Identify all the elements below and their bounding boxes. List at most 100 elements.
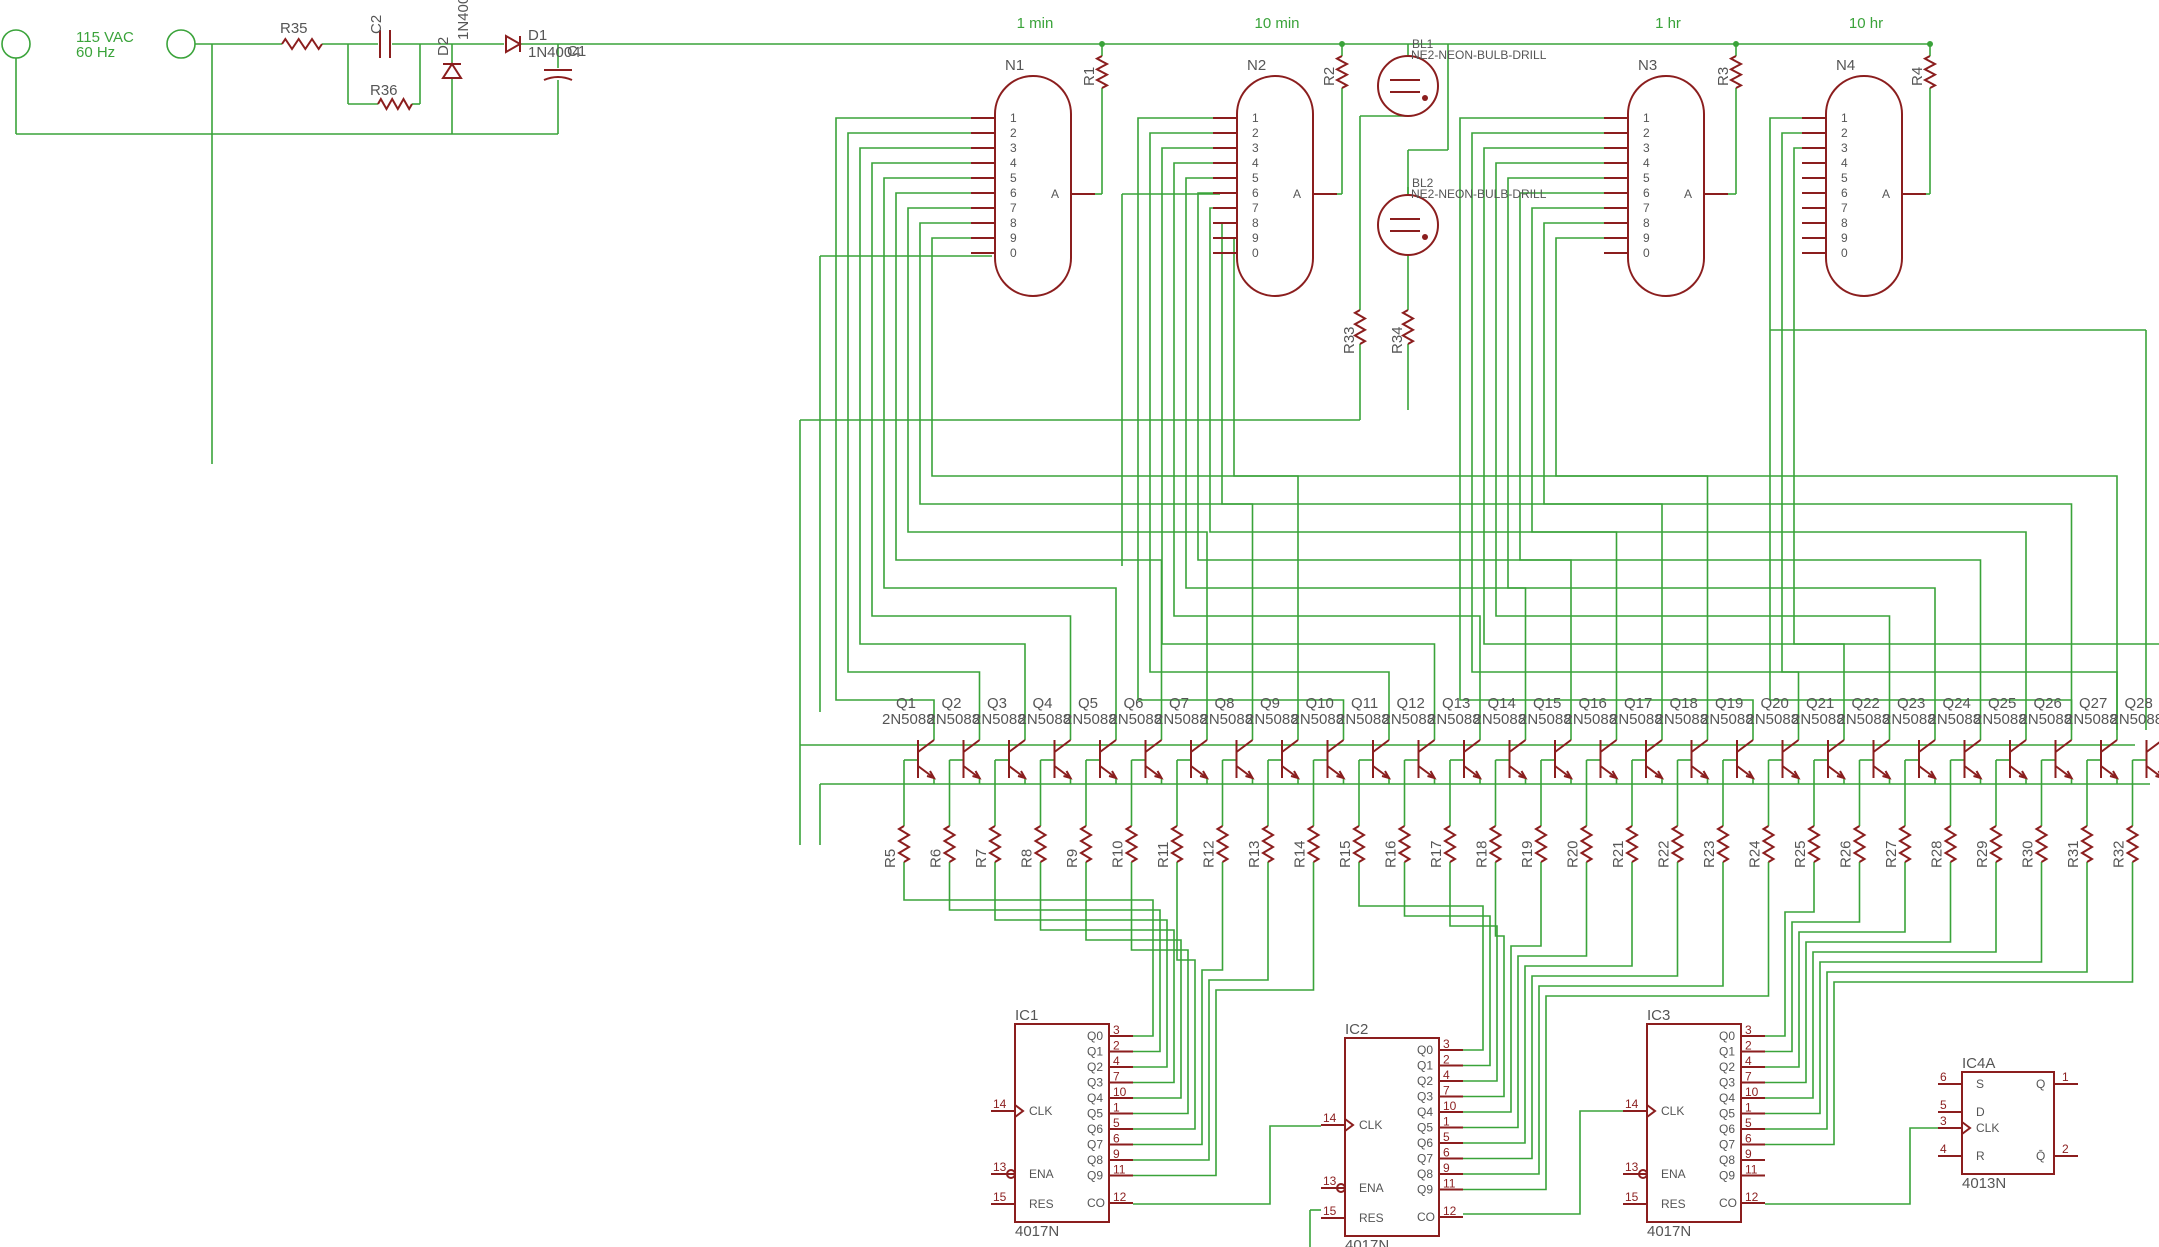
tube-n4-pin-label: 6 bbox=[1841, 186, 1848, 200]
flipflop-ic4a-pin-number: 3 bbox=[1940, 1114, 1947, 1128]
base-drive-wire bbox=[1765, 862, 1906, 1068]
transistor-q19-collector bbox=[1736, 739, 1754, 753]
transistor-q5-arrow bbox=[1108, 770, 1119, 780]
transistor-q20-arrow bbox=[1791, 770, 1801, 780]
transistor-q17-name: Q17 bbox=[1624, 695, 1652, 712]
d1-value-label: 1N4004 bbox=[528, 44, 581, 61]
transistor-q5-value: 2N5088 bbox=[1064, 711, 1117, 728]
cathode-wire bbox=[1555, 237, 2118, 730]
transistor-q18-arrow bbox=[1700, 770, 1710, 780]
resistor-r12 bbox=[1215, 825, 1230, 863]
counter-ic1-pin-number: 1 bbox=[1113, 1101, 1120, 1115]
counter-ic2-pin-label: RES bbox=[1359, 1211, 1384, 1225]
transistor-q3-name: Q3 bbox=[987, 695, 1007, 712]
tube-n4-pin-label: 7 bbox=[1841, 201, 1848, 215]
transistor-q5-collector bbox=[1099, 739, 1117, 753]
resistor-r15 bbox=[1352, 825, 1366, 863]
transistor-q18-name: Q18 bbox=[1670, 695, 1698, 712]
cathode-wire bbox=[1483, 147, 1845, 730]
tube-n3-pin-label: 1 bbox=[1643, 111, 1650, 125]
r34-label: R34 bbox=[1389, 326, 1406, 354]
transistor-q24-emitter bbox=[1963, 765, 1982, 779]
cathode-wire bbox=[835, 117, 971, 730]
counter-ic3-pin-number: 12 bbox=[1745, 1190, 1759, 1204]
diode-d1 bbox=[505, 34, 523, 54]
flipflop-ic4a-pin-number: 5 bbox=[1940, 1098, 1947, 1112]
counter-ic1-pin-number: 6 bbox=[1113, 1132, 1120, 1146]
transistor-q10-arrow bbox=[1336, 770, 1346, 780]
counter-ic2-pin-label: Q8 bbox=[1417, 1167, 1433, 1181]
c1-label: C1 bbox=[567, 43, 586, 60]
transistor-q8-arrow bbox=[1245, 770, 1255, 780]
transistor-q1-value: 2N5088 bbox=[882, 711, 935, 728]
tube-n2-pin-label: 9 bbox=[1252, 231, 1259, 245]
transistor-q2-arrow bbox=[972, 770, 982, 780]
resistor-r28 bbox=[1943, 825, 1958, 863]
ac-terminal-right bbox=[166, 29, 196, 59]
counter-ic2-pin-number: 14 bbox=[1323, 1111, 1337, 1125]
counter-ic2-pin-label: Q3 bbox=[1417, 1090, 1433, 1104]
base-drive-wire bbox=[1358, 862, 1484, 1051]
resistor-r21 bbox=[1625, 825, 1639, 863]
counter-ic2-pin-label: Q7 bbox=[1417, 1152, 1433, 1166]
base-drive-wire bbox=[1133, 862, 1224, 1146]
tube-n1 bbox=[994, 75, 1072, 297]
resistor-r8 bbox=[1033, 825, 1048, 863]
tube-n4-pin-label: 0 bbox=[1841, 246, 1848, 260]
counter-ic1-pin-label: Q2 bbox=[1087, 1060, 1103, 1074]
counter-ic2-value: 4017N bbox=[1345, 1237, 1389, 1247]
transistor-q28-collector bbox=[2145, 741, 2159, 753]
tube-n3-anode-label: A bbox=[1684, 187, 1692, 201]
time-label-1: 1 min bbox=[1017, 15, 1054, 32]
transistor-q8-emitter bbox=[1235, 765, 1254, 779]
base-drive-wire bbox=[1039, 862, 1175, 1084]
counter-ic1-pin-number: 13 bbox=[993, 1160, 1007, 1174]
resistor-r9-label: R9 bbox=[1064, 849, 1081, 868]
counter-ic2-pin-number: 6 bbox=[1443, 1146, 1450, 1160]
transistor-q11-arrow bbox=[1381, 770, 1392, 780]
transistor-q9-name: Q9 bbox=[1260, 695, 1280, 712]
resistor-r25 bbox=[1807, 825, 1821, 863]
tube-n2-resistor-label: R2 bbox=[1321, 67, 1338, 86]
tube-n1-pin-label: 5 bbox=[1010, 171, 1017, 185]
transistor-q13-emitter bbox=[1463, 765, 1481, 779]
transistor-q24-collector bbox=[1963, 739, 1982, 753]
base-drive-wire bbox=[1765, 862, 1952, 1084]
transistor-q22-name: Q22 bbox=[1852, 695, 1880, 712]
transistor-q6-value: 2N5088 bbox=[1110, 711, 1163, 728]
tube-n3 bbox=[1627, 75, 1705, 297]
transistor-q20-emitter bbox=[1781, 765, 1800, 779]
counter-ic1-pin-number: 11 bbox=[1113, 1163, 1126, 1177]
counter-ic3-enable-bubble bbox=[1638, 1169, 1648, 1179]
base-drive-wire bbox=[1133, 862, 1269, 1161]
cathode-wire bbox=[1793, 147, 2159, 645]
resistor-r23-label: R23 bbox=[1701, 840, 1718, 868]
transistor-q27-value: 2N5088 bbox=[2065, 711, 2118, 728]
counter-ic1-name: IC1 bbox=[1015, 1007, 1038, 1024]
transistor-q28-arrow bbox=[2155, 770, 2159, 779]
transistor-q10-collector bbox=[1326, 739, 1345, 753]
transistor-q24-name: Q24 bbox=[1943, 695, 1971, 712]
transistor-q22-emitter bbox=[1872, 765, 1891, 779]
resistor-r9 bbox=[1079, 825, 1093, 863]
transistor-q16-value: 2N5088 bbox=[1565, 711, 1618, 728]
transistor-q9-value: 2N5088 bbox=[1246, 711, 1299, 728]
counter-ic1-pin-label: CLK bbox=[1029, 1104, 1052, 1118]
tube-n1-pin-label: 9 bbox=[1010, 231, 1017, 245]
counter-ic1-pin-label: Q7 bbox=[1087, 1138, 1103, 1152]
transistor-q14-collector bbox=[1508, 739, 1527, 753]
counter-ic1-pin-number: 15 bbox=[993, 1190, 1007, 1204]
tube-n2-pin-label: 2 bbox=[1252, 126, 1259, 140]
cathode-wire bbox=[1471, 132, 1800, 730]
transistor-q25-name: Q25 bbox=[1988, 695, 2016, 712]
cathode-wire bbox=[859, 147, 1026, 730]
resistor-r14 bbox=[1306, 825, 1321, 863]
base-drive-wire bbox=[1765, 862, 1997, 1099]
supply-frequency-label: 60 Hz bbox=[76, 44, 115, 61]
counter-ic3-pin-number: 4 bbox=[1745, 1054, 1752, 1068]
transistor-q6-emitter bbox=[1144, 765, 1163, 779]
transistor-q23-emitter bbox=[1918, 765, 1936, 779]
resistor-r8-label: R8 bbox=[1019, 849, 1036, 868]
neon-bulb-bl1-value: NE2-NEON-BULB-DRILL bbox=[1411, 48, 1547, 62]
counter-ic2-pin-number: 5 bbox=[1443, 1130, 1450, 1144]
